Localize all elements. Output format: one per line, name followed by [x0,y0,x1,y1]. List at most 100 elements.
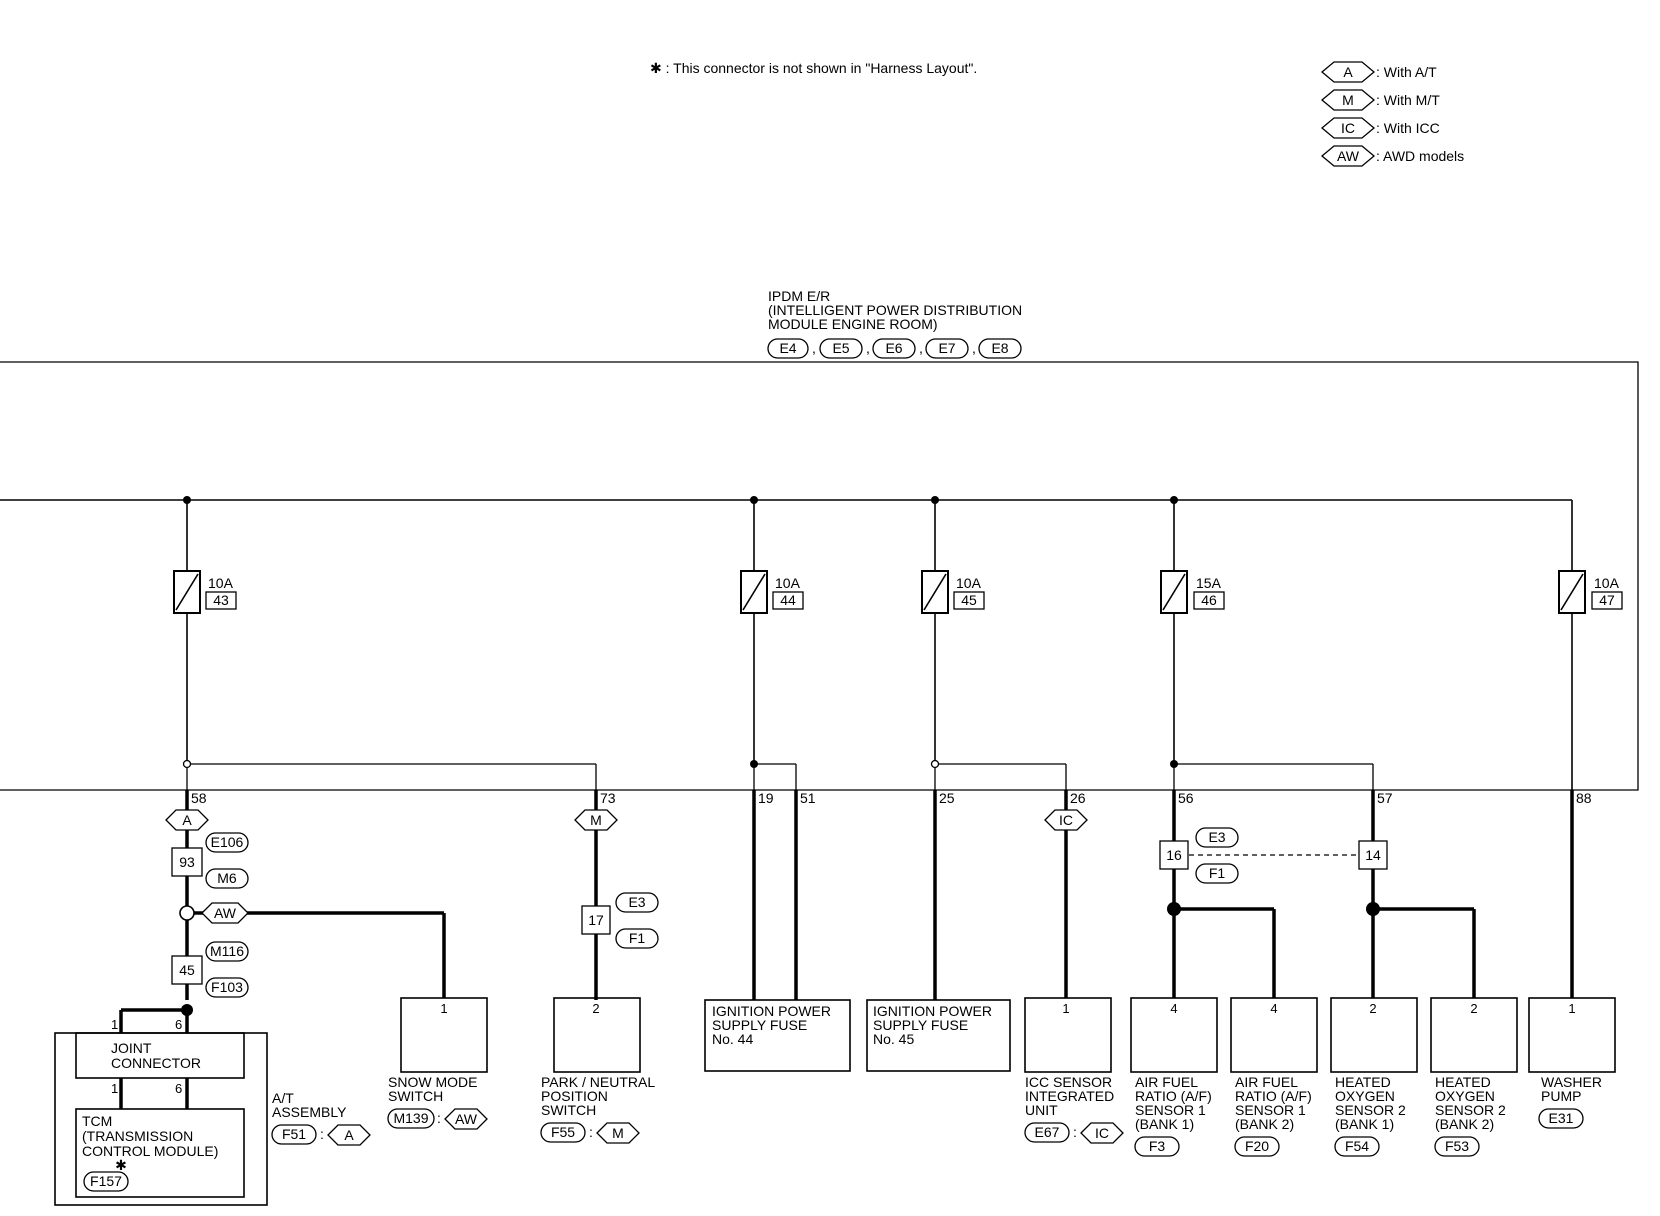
svg-text:E7: E7 [938,340,955,356]
harness-e3-f1-b: 16 14 E3 F1 [1159,827,1388,884]
legend-code-m: M [1342,92,1354,108]
svg-text:E6: E6 [885,340,902,356]
branch-19-51 [752,790,798,1000]
branch-58 [119,790,446,1033]
ho2-connector: F53 [1445,1138,1469,1154]
icc-unit-box [1024,997,1112,1073]
svg-text:E3: E3 [628,894,645,910]
svg-text:88: 88 [1576,790,1592,806]
at-connector-shape [271,1124,317,1145]
park-label-1: PARK / NEUTRAL [541,1074,655,1090]
snow-connector-shape [387,1108,435,1129]
svg-text:E4: E4 [779,340,796,356]
opt-ic-text: IC [1059,812,1073,828]
legend-label-a: : With A/T [1376,64,1437,80]
svg-text:45: 45 [961,592,977,608]
opt-m-text: M [590,812,602,828]
ho2-sensor-bank2-box [1430,997,1518,1073]
ipdm-label: IPDM E/R (INTELLIGENT POWER DISTRIBUTION… [768,288,1022,332]
washer-pump-box [1528,997,1616,1073]
washer-label-2: PUMP [1541,1088,1581,1104]
at-label-2: ASSEMBLY [272,1104,347,1120]
tcm-box [75,1108,245,1198]
at-opt-shape [327,1124,371,1146]
joint-connector-box [75,1032,245,1079]
snow-label-1: SNOW MODE [388,1074,477,1090]
svg-text:58: 58 [191,790,207,806]
harness-m116-f103: 45 M116 F103 [171,941,249,998]
opt-a-text: A [182,812,192,828]
ho-splice [1366,902,1380,916]
tcm-label-3: CONTROL MODULE) [82,1143,218,1159]
legend-code-ic-shape [1320,117,1376,139]
ho1-pin: 2 [1369,1001,1376,1016]
legend-label-ic: : With ICC [1376,120,1440,136]
svg-text:,: , [919,340,923,356]
ho1-connector-shape [1334,1136,1380,1157]
svg-text:73: 73 [600,790,616,806]
washer-pin: 1 [1568,1001,1575,1016]
opt-a-marker [165,809,209,831]
tcm-connector-shape [83,1171,129,1192]
park-pin: 2 [592,1001,599,1016]
snow-connector: M139 [393,1110,428,1126]
legend-code-ic: IC [1341,120,1355,136]
svg-text:19: 19 [758,790,774,806]
svg-text:46: 46 [1201,592,1217,608]
svg-text:56: 56 [1178,790,1194,806]
af-sensor-bank1-box [1130,997,1218,1073]
joint-pin-1: 1 [111,1017,118,1032]
aw-junction [179,905,195,921]
at-connector: F51 [282,1126,306,1142]
ho2-label-2: OXYGEN [1435,1088,1495,1104]
svg-text:E8: E8 [991,340,1008,356]
fuse-44: 10A 44 [740,500,804,764]
svg-text:E106: E106 [211,834,244,850]
opt-aw-text: AW [214,905,237,921]
legend: A : With A/T M : With M/T IC : With ICC … [1320,61,1464,167]
svg-text:26: 26 [1070,790,1086,806]
legend-code-aw: AW [1337,148,1360,164]
svg-text:44: 44 [780,592,796,608]
af2-label-3: SENSOR 1 [1235,1102,1306,1118]
joint-splice [181,1004,193,1016]
at-sep: : [320,1126,324,1142]
af-splice [1167,902,1181,916]
af1-connector: F3 [1149,1138,1166,1154]
svg-text:10A: 10A [775,575,801,591]
svg-text:M116: M116 [210,943,244,959]
legend-code-a: A [1343,64,1353,80]
af2-label-4: (BANK 2) [1235,1116,1294,1132]
af1-pin: 4 [1170,1001,1177,1016]
af2-connector-shape [1234,1136,1280,1157]
legend-code-m-shape [1320,89,1376,111]
svg-text:(INTELLIGENT POWER DISTRIBUTIO: (INTELLIGENT POWER DISTRIBUTION [768,302,1022,318]
svg-text:57: 57 [1377,790,1393,806]
opt-aw-marker [201,902,249,924]
svg-text:10A: 10A [1594,575,1620,591]
tcm-connector: F157 [90,1173,122,1189]
tcm-label-2: (TRANSMISSION [82,1128,193,1144]
ign44-label-1: IGNITION POWER [712,1003,831,1019]
svg-text:,: , [972,340,976,356]
tcm-pin-6: 6 [175,1081,182,1096]
at-opt: A [344,1127,354,1143]
snow-sep: : [437,1110,441,1126]
snow-opt-shape [444,1108,488,1130]
joint-to-tcm-wires [119,1078,189,1109]
opt-ic-marker [1044,809,1088,831]
svg-text:15A: 15A [1196,575,1222,591]
terminal-numbers: 58 73 19 51 25 26 56 57 88 [191,790,1592,806]
svg-text:93: 93 [179,854,195,870]
svg-text:17: 17 [588,912,604,928]
svg-text:43: 43 [213,592,229,608]
snow-pin: 1 [440,1001,447,1016]
svg-text:51: 51 [800,790,816,806]
icc-label-2: INTEGRATED [1025,1088,1114,1104]
ignition-fuse-44-box [704,999,851,1072]
fuse-43: 10A 43 [173,500,237,764]
af1-connector-shape [1134,1136,1180,1157]
park-opt-shape [596,1122,640,1144]
icc-label-1: ICC SENSOR [1025,1074,1112,1090]
snow-opt: AW [455,1111,478,1127]
